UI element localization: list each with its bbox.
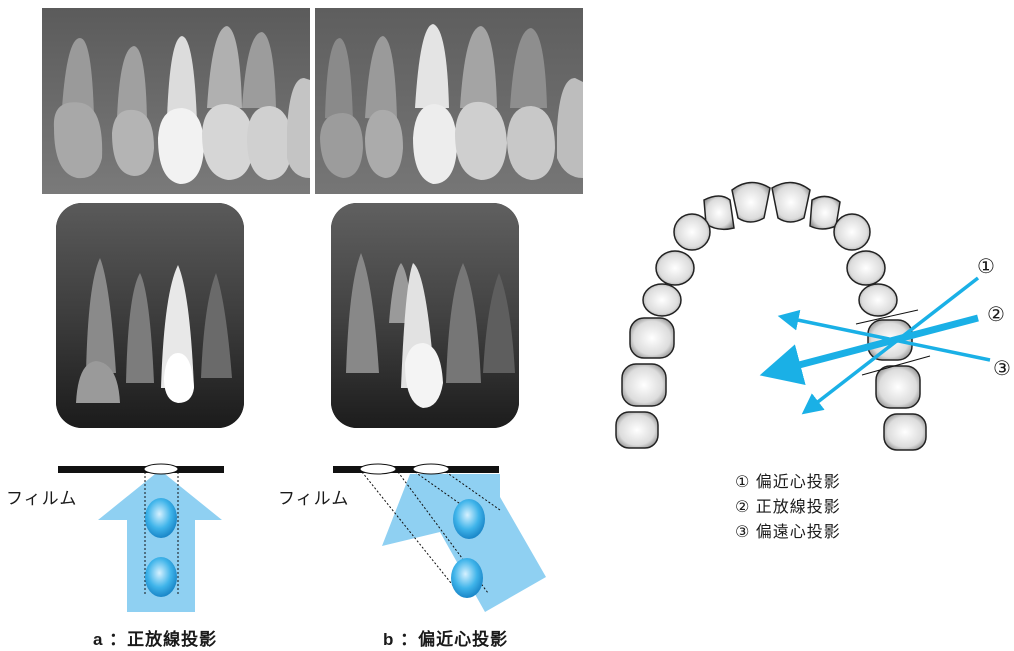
caption-mesial: b ：偏近心投影	[383, 625, 508, 650]
film-bar-a	[58, 466, 224, 473]
legend-item-mesial: ① 偏近心投影	[735, 470, 841, 495]
film-shadow-b2	[413, 464, 449, 474]
tooth-canine-r	[834, 214, 870, 250]
legend: ① 偏近心投影 ② 正放線投影 ③ 偏遠心投影	[735, 470, 841, 545]
tooth-molar-l1	[630, 318, 674, 358]
tooth-ball-a1	[145, 498, 177, 538]
beam-marker-1: ①	[977, 254, 995, 279]
schematic-orthoradial	[58, 464, 224, 612]
tooth-premolar-l1	[656, 251, 694, 285]
legend-text: 偏遠心投影	[756, 524, 841, 541]
film-shadow-a	[144, 464, 178, 474]
dental-arch	[616, 182, 926, 450]
dental-arch-diagram	[600, 170, 1010, 460]
tooth-ball-b1	[453, 499, 485, 539]
legend-mark: ③	[735, 524, 750, 541]
tooth-incisor-1	[732, 182, 770, 222]
legend-item-distal: ③ 偏遠心投影	[735, 520, 841, 545]
projection-schematics	[0, 0, 600, 651]
tooth-ball-a2	[145, 557, 177, 597]
legend-text: 正放線投影	[756, 499, 841, 516]
tooth-molar-l2	[622, 364, 666, 406]
film-label-b: フィルム	[278, 484, 349, 509]
caption-orthoradial: a ：正放線投影	[93, 625, 217, 650]
tooth-molar-r3	[884, 414, 926, 450]
legend-mark: ②	[735, 499, 750, 516]
legend-text: 偏近心投影	[756, 474, 841, 491]
film-shadow-b1	[360, 464, 396, 474]
tooth-ball-b2	[451, 558, 483, 598]
tooth-molar-r2	[876, 366, 920, 408]
tooth-incisor-2	[772, 182, 810, 222]
legend-item-orthoradial: ② 正放線投影	[735, 495, 841, 520]
legend-mark: ①	[735, 474, 750, 491]
tooth-premolar-l2	[643, 284, 681, 316]
film-label-a: フィルム	[6, 484, 77, 509]
tooth-premolar-r2	[859, 284, 897, 316]
beam-marker-3: ③	[993, 356, 1011, 381]
beam-marker-2: ②	[987, 302, 1005, 327]
tooth-canine-l	[674, 214, 710, 250]
schematic-mesial	[333, 464, 546, 612]
tooth-molar-l3	[616, 412, 658, 448]
tooth-premolar-r1	[847, 251, 885, 285]
